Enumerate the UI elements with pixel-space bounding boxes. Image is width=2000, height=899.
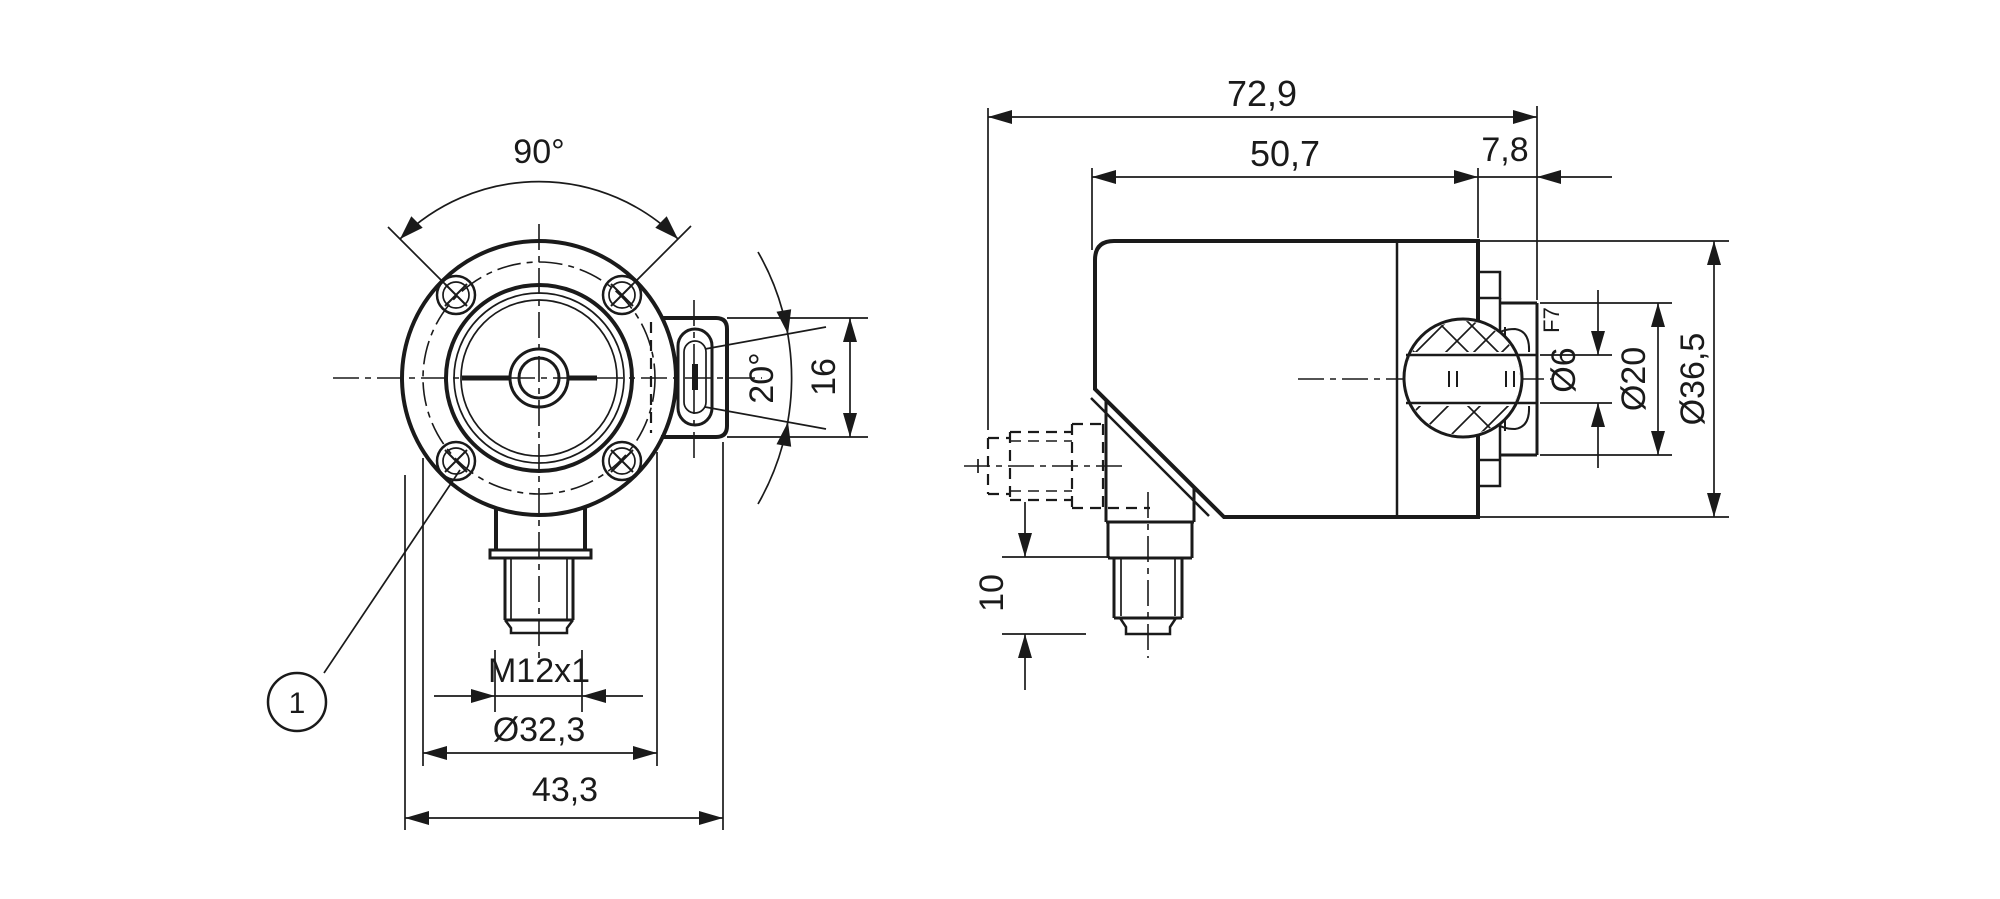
dim-thread-m12: M12x1 (434, 650, 643, 712)
chamfer-second-line (1090, 397, 1210, 517)
dim-label-fit-f7: F7 (1539, 307, 1564, 333)
dim-label-43-3: 43,3 (532, 771, 598, 809)
dim-dia-20: Ø20 (1540, 302, 1672, 456)
encoder-front-outline (400, 239, 678, 517)
dim-label-dia20: Ø20 (1615, 347, 1653, 411)
dim-width-43-3: 43,3 (404, 442, 724, 830)
dim-label-dia32-3: Ø32,3 (493, 711, 586, 749)
dim-label-50-7: 50,7 (1250, 133, 1320, 174)
dim-label-dia6: Ø6 (1545, 347, 1583, 392)
flange-circle (400, 239, 678, 517)
dim-label-7-8: 7,8 (1481, 131, 1528, 169)
balloon-leader-line (323, 469, 461, 674)
m12-connector-front (488, 507, 593, 635)
m12-connector-alt-position (964, 422, 1150, 510)
screw-top-left (435, 274, 477, 316)
mounting-screws (435, 274, 643, 482)
dim-height-16: 16 (727, 317, 868, 438)
dim-label-16: 16 (805, 358, 843, 396)
dim-label-dia36-5: Ø36,5 (1674, 333, 1712, 426)
front-centerlines (333, 224, 762, 660)
front-view: 90° 20° 16 M12x1 (266, 133, 868, 830)
bolt-circle (422, 261, 656, 495)
shaft-clamp-assembly (1402, 270, 1539, 488)
dim-length-50-7: 50,7 (1091, 133, 1479, 250)
hollow-shaft-hub (1500, 301, 1539, 457)
connector-socket-oval (676, 327, 714, 427)
dim-length-72-9: 72,9 (987, 73, 1538, 430)
dim-angle-90: 90° (387, 133, 692, 288)
clamp-ring-knurl (1406, 321, 1520, 435)
dim-dia-6: Ø6 F7 (1539, 290, 1612, 468)
m12-connector-side (1104, 399, 1196, 658)
balloon-callout: 1 (266, 469, 461, 733)
shaft-bore-lines (1406, 353, 1537, 405)
shaft-bore-circle (517, 356, 561, 400)
dim-label-20deg: 20° (743, 352, 781, 403)
dim-dia-32-3: Ø32,3 (422, 452, 658, 766)
dim-label-72-9: 72,9 (1227, 73, 1297, 114)
dim-length-10: 10 (973, 502, 1110, 690)
screw-bottom-left (435, 440, 477, 482)
dim-label-90deg: 90° (513, 133, 564, 171)
dim-angle-20: 20° (704, 251, 827, 505)
screw-top-right (601, 274, 643, 316)
balloon-circle (266, 671, 328, 733)
balloon-number: 1 (289, 687, 306, 720)
radial-connector-block (649, 316, 729, 439)
dim-label-m12x1: M12x1 (488, 652, 590, 690)
screw-bottom-right (601, 440, 643, 482)
dim-length-7-8: 7,8 (1478, 131, 1612, 184)
dim-label-10: 10 (973, 574, 1011, 612)
dim-dia-36-5: Ø36,5 (1478, 240, 1729, 518)
side-view: 72,9 50,7 7,8 Ø6 F7 (964, 73, 1729, 690)
